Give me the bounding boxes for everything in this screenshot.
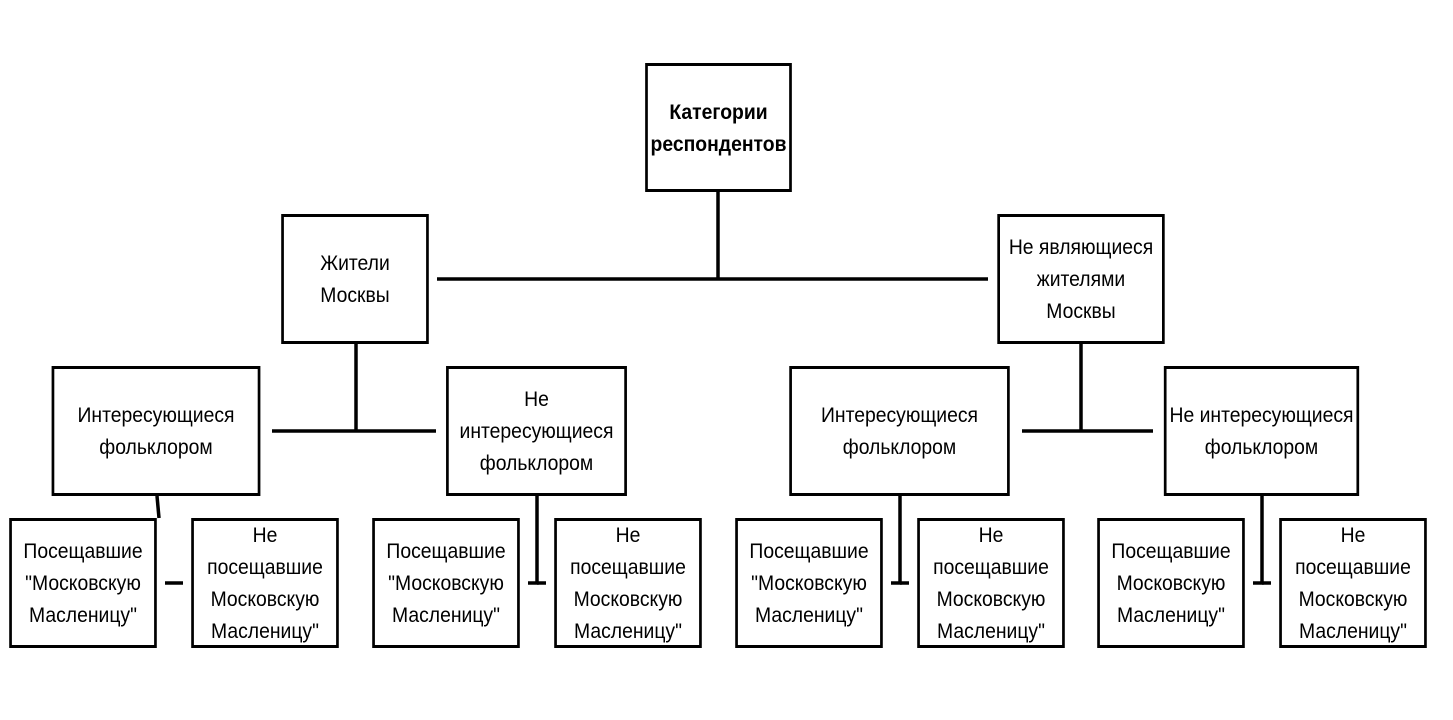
node-leaf-5: Посещавшие "Московскую Масленицу" <box>735 518 883 648</box>
node-residents-not-interested-label: Не интересующиеся фольклором <box>459 387 614 475</box>
node-non-residents: Не являющиеся жителями Москвы <box>997 214 1165 344</box>
node-leaf-5-label: Посещавшие "Московскую Масленицу" <box>749 539 869 627</box>
node-moscow-residents: Жители Москвы <box>281 214 429 344</box>
node-nonresidents-not-interested: Не интересующиеся фольклором <box>1163 366 1360 496</box>
node-moscow-residents-label: Жители Москвы <box>320 251 390 307</box>
node-leaf-2: Не посещавшие Московскую Масленицу" <box>191 518 339 648</box>
edge-pair-2 <box>528 496 539 585</box>
node-leaf-3-label: Посещавшие "Московскую Масленицу" <box>386 539 506 627</box>
node-leaf-8: Не посещавшие Московскую Масленицу" <box>1279 518 1427 648</box>
node-leaf-6: Не посещавшие Московскую Масленицу" <box>917 518 1065 648</box>
node-root: Категории респондентов <box>645 63 792 192</box>
edge-pair-4 <box>1253 496 1264 585</box>
node-leaf-7: Посещавшие Московскую Масленицу" <box>1097 518 1245 648</box>
node-leaf-1-label: Посещавшие "Московскую Масленицу" <box>23 539 143 627</box>
node-nonresidents-interested-label: Интересующиеся фольклором <box>820 403 979 459</box>
node-residents-not-interested: Не интересующиеся фольклором <box>446 366 627 496</box>
node-leaf-1: Посещавшие "Московскую Масленицу" <box>9 518 157 648</box>
node-leaf-2-label: Не посещавшие Московскую Масленицу" <box>207 523 323 643</box>
node-nonresidents-interested: Интересующиеся фольклором <box>789 366 1010 496</box>
node-nonresidents-not-interested-label: Не интересующиеся фольклором <box>1169 403 1354 459</box>
node-leaf-7-label: Посещавшие Московскую Масленицу" <box>1111 539 1231 627</box>
edge-pair-1 <box>155 495 161 519</box>
node-leaf-4: Не посещавшие Московскую Масленицу" <box>554 518 702 648</box>
node-leaf-8-label: Не посещавшие Московскую Масленицу" <box>1295 523 1411 643</box>
node-residents-interested: Интересующиеся фольклором <box>51 366 261 496</box>
node-non-residents-label: Не являющиеся жителями Москвы <box>1008 235 1154 323</box>
node-residents-interested-label: Интересующиеся фольклором <box>77 403 235 459</box>
node-root-label: Категории респондентов <box>650 99 787 156</box>
edge-pair-3 <box>891 496 902 585</box>
node-leaf-3: Посещавшие "Московскую Масленицу" <box>372 518 520 648</box>
node-leaf-6-label: Не посещавшие Московскую Масленицу" <box>933 523 1049 643</box>
node-leaf-4-label: Не посещавшие Московскую Масленицу" <box>570 523 686 643</box>
